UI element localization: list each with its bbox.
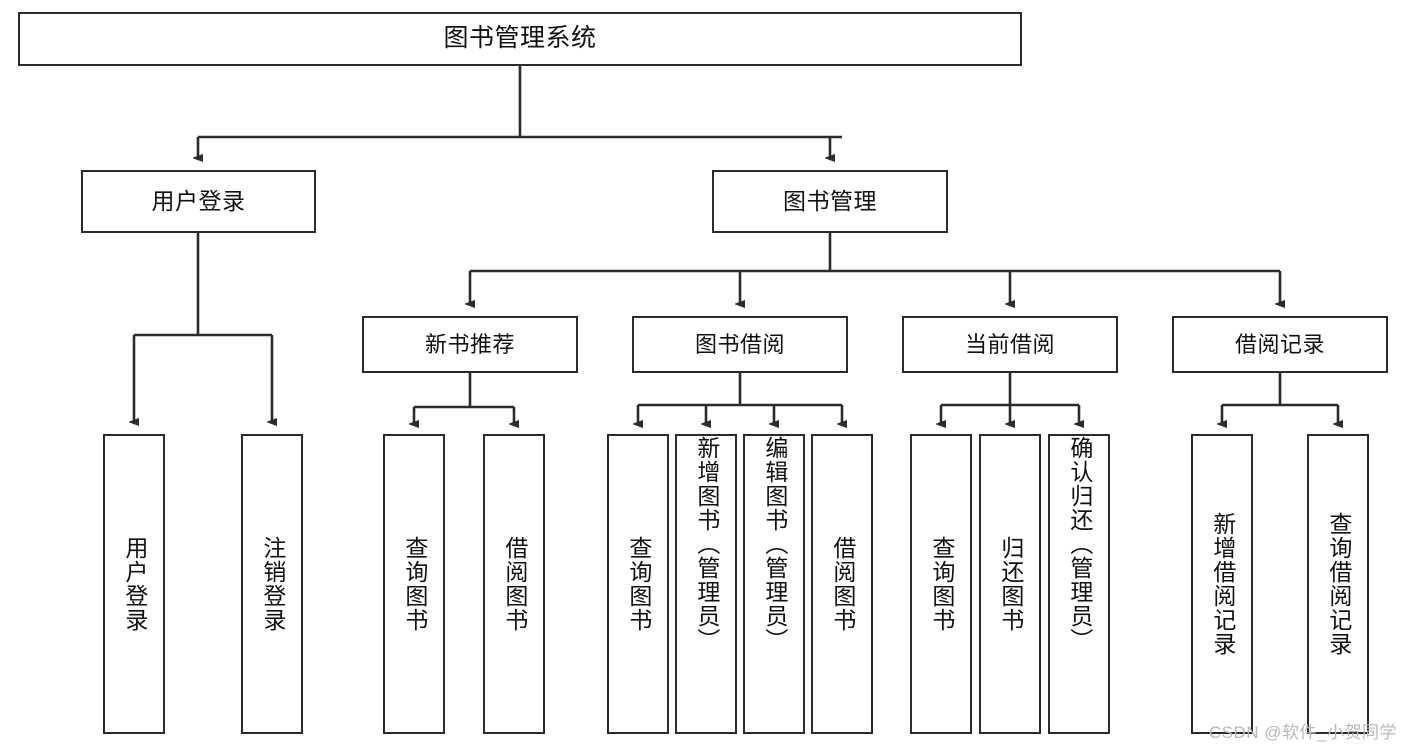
leaf-user-login-label: 用户登录 <box>121 536 148 632</box>
leaf-cb-confirm-return-admin-label: 确认归还（管理员） <box>1066 436 1093 652</box>
leaf-bb-edit-book-admin[interactable]: 编辑图书（管理员） <box>743 434 805 734</box>
node-user-login-label: 用户登录 <box>151 187 246 214</box>
watermark: CSDN @软件_小贺同学 <box>1208 723 1397 742</box>
leaf-br-query-record[interactable]: 查询借阅记录 <box>1307 434 1369 734</box>
node-borrow-record-label: 借阅记录 <box>1234 331 1325 357</box>
leaf-br-query-record-label: 查询借阅记录 <box>1325 512 1352 656</box>
leaf-user-logout-label: 注销登录 <box>259 536 286 632</box>
leaf-cb-return-book[interactable]: 归还图书 <box>979 434 1041 734</box>
leaf-new-book-borrow[interactable]: 借阅图书 <box>483 434 545 734</box>
leaf-cb-return-book-label: 归还图书 <box>997 536 1024 632</box>
leaf-bb-edit-book-admin-label: 编辑图书（管理员） <box>761 436 788 652</box>
node-book-manage-label: 图书管理 <box>783 187 877 214</box>
leaf-bb-add-book-admin[interactable]: 新增图书（管理员） <box>675 434 737 734</box>
leaf-bb-add-book-admin-label: 新增图书（管理员） <box>693 436 720 652</box>
leaf-cb-query-book[interactable]: 查询图书 <box>910 434 972 734</box>
node-current-borrow-label: 当前借阅 <box>964 331 1055 357</box>
leaf-cb-confirm-return-admin[interactable]: 确认归还（管理员） <box>1048 434 1110 734</box>
leaf-new-book-query[interactable]: 查询图书 <box>383 434 445 734</box>
node-book-borrow[interactable]: 图书借阅 <box>632 316 848 373</box>
node-current-borrow[interactable]: 当前借阅 <box>902 316 1118 373</box>
leaf-br-add-record[interactable]: 新增借阅记录 <box>1191 434 1253 734</box>
node-book-manage[interactable]: 图书管理 <box>712 170 948 233</box>
leaf-br-add-record-label: 新增借阅记录 <box>1209 512 1236 656</box>
leaf-bb-query-book-label: 查询图书 <box>625 536 652 632</box>
leaf-new-book-borrow-label: 借阅图书 <box>501 536 528 632</box>
node-new-book-recommend[interactable]: 新书推荐 <box>362 316 578 373</box>
node-book-borrow-label: 图书借阅 <box>694 331 785 357</box>
node-user-login[interactable]: 用户登录 <box>81 170 316 233</box>
leaf-bb-borrow-book-label: 借阅图书 <box>829 536 856 632</box>
leaf-bb-borrow-book[interactable]: 借阅图书 <box>811 434 873 734</box>
node-root[interactable]: 图书管理系统 <box>18 12 1022 66</box>
leaf-bb-query-book[interactable]: 查询图书 <box>607 434 669 734</box>
leaf-cb-query-book-label: 查询图书 <box>928 536 955 632</box>
leaf-new-book-query-label: 查询图书 <box>401 536 428 632</box>
node-borrow-record[interactable]: 借阅记录 <box>1172 316 1388 373</box>
node-new-book-recommend-label: 新书推荐 <box>424 331 515 357</box>
leaf-user-login[interactable]: 用户登录 <box>103 434 165 734</box>
node-root-label: 图书管理系统 <box>443 24 597 53</box>
leaf-user-logout[interactable]: 注销登录 <box>241 434 303 734</box>
